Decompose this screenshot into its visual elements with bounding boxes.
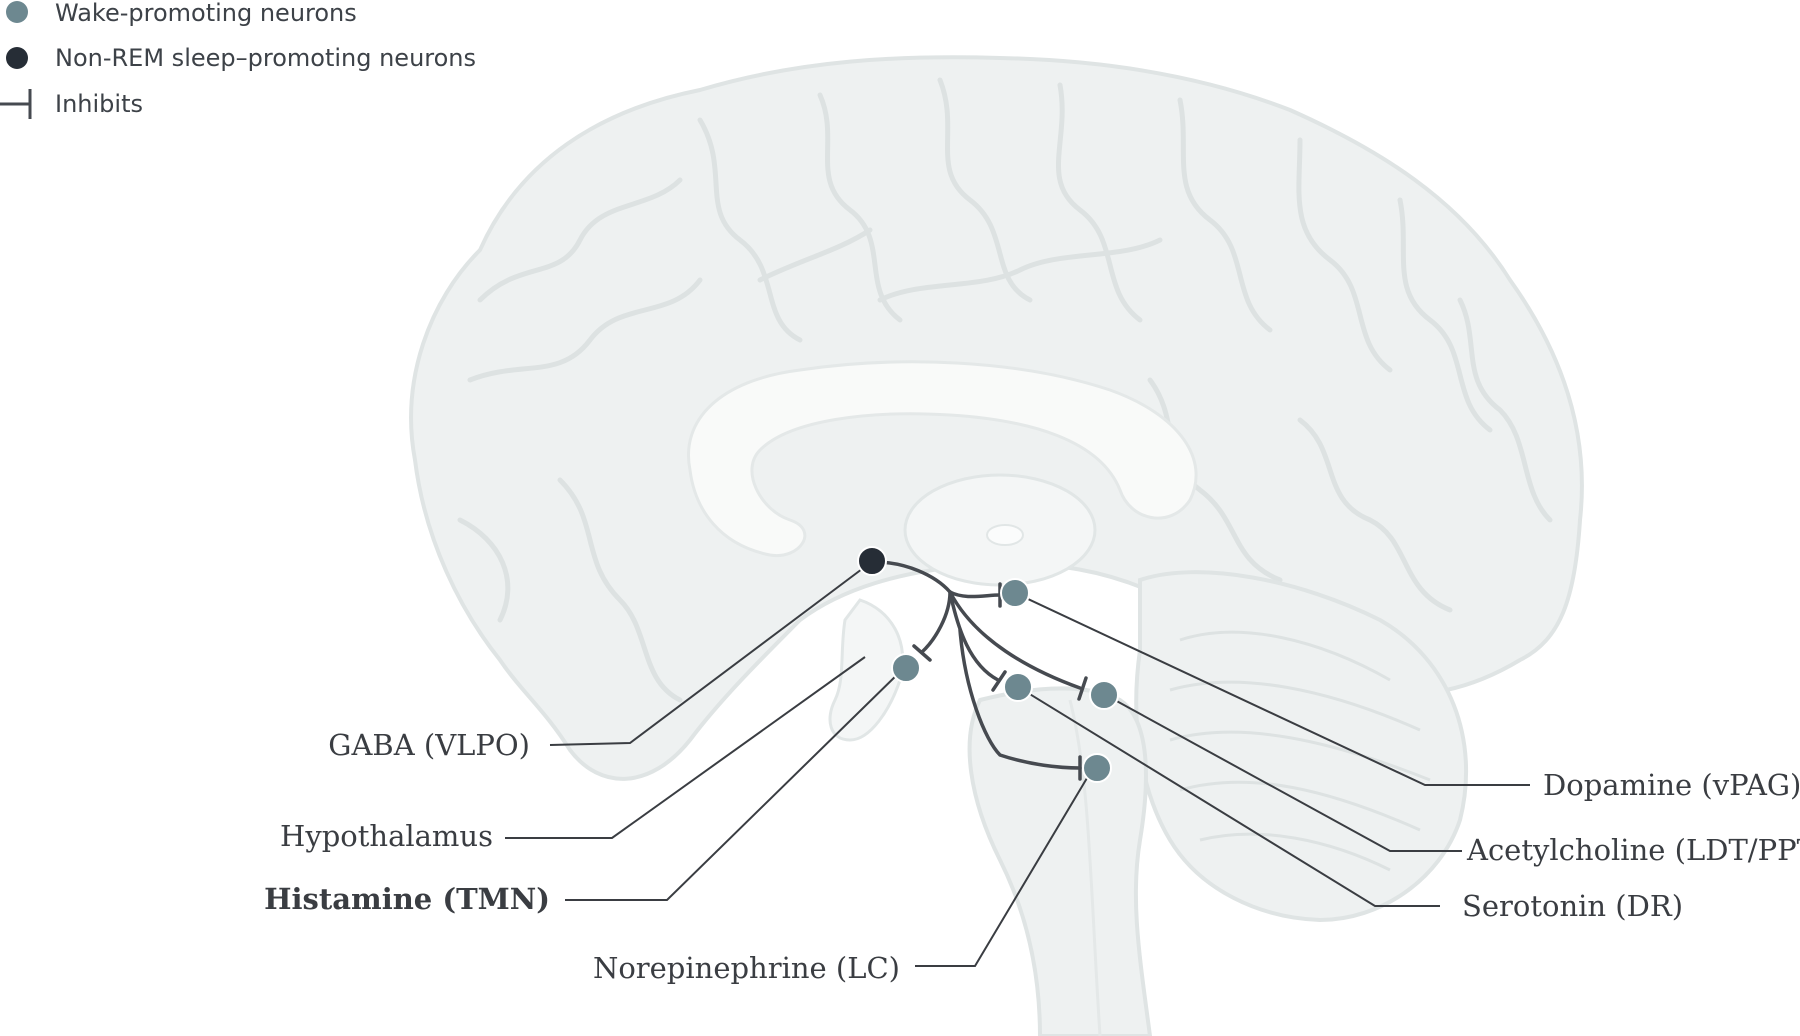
- label-dopamine: Dopamine (vPAG): [1543, 768, 1800, 802]
- label-acetylcholine: Acetylcholine (LDT/PPT): [1466, 833, 1800, 867]
- label-norepinephrine: Norepinephrine (LC): [593, 951, 900, 985]
- tbar-acetylcholine: [1077, 676, 1088, 701]
- leader-gaba: [549, 562, 871, 746]
- brainstem-line: [1068, 699, 1102, 1036]
- leader-hypothalamus: [505, 656, 866, 839]
- neuron-dopamine: [1000, 578, 1030, 608]
- tbar-histamine: [912, 644, 932, 662]
- neuron-serotonin: [1003, 672, 1033, 702]
- label-histamine: Histamine (TMN): [264, 882, 550, 916]
- pathway-to-norepinephrine: [958, 628, 1082, 770]
- leader-norepinephrine: [915, 767, 1094, 967]
- inhibitory-pathways: [873, 560, 1088, 781]
- leader-lines: [505, 562, 1530, 967]
- neuron-gaba-vlpo: [857, 546, 887, 576]
- pathway-to-acetylcholine: [948, 590, 1082, 690]
- leader-histamine: [565, 666, 906, 901]
- leader-serotonin: [1014, 684, 1440, 907]
- tbar-serotonin: [991, 670, 1007, 692]
- label-serotonin: Serotonin (DR): [1462, 889, 1683, 923]
- brain-sagittal-illustration: [409, 55, 1584, 1036]
- leader-dopamine: [1012, 591, 1530, 786]
- legend-wake-label: Wake-promoting neurons: [55, 0, 357, 27]
- cerebellum-folia: [1169, 630, 1431, 872]
- gyri-lines: [457, 77, 1553, 703]
- pathway-to-serotonin: [948, 590, 1000, 682]
- cerebellum: [1134, 570, 1469, 923]
- neuron-norepinephrine: [1082, 753, 1112, 783]
- label-hypothalamus: Hypothalamus: [280, 819, 493, 853]
- neuron-acetylcholine: [1089, 680, 1119, 710]
- legend-inhibits-label: Inhibits: [55, 90, 143, 118]
- legend-nonrem-dot: [6, 47, 28, 69]
- label-gaba: GABA (VLPO): [328, 728, 530, 762]
- pathway-to-histamine: [920, 590, 952, 654]
- legend: Wake-promoting neurons Non-REM sleep–pro…: [0, 0, 476, 119]
- labels: GABA (VLPO) Hypothalamus Histamine (TMN)…: [264, 728, 1800, 985]
- legend-nonrem-label: Non-REM sleep–promoting neurons: [55, 44, 476, 72]
- neurons: [857, 546, 1119, 783]
- corpus-callosum: [687, 360, 1198, 558]
- hypothalamus-region: [828, 598, 905, 742]
- intermediate-mass: [986, 524, 1024, 546]
- neuron-histamine: [891, 653, 921, 683]
- brainstem: [967, 686, 1153, 1036]
- leader-acetylcholine: [1101, 692, 1462, 852]
- legend-wake-dot: [6, 1, 28, 23]
